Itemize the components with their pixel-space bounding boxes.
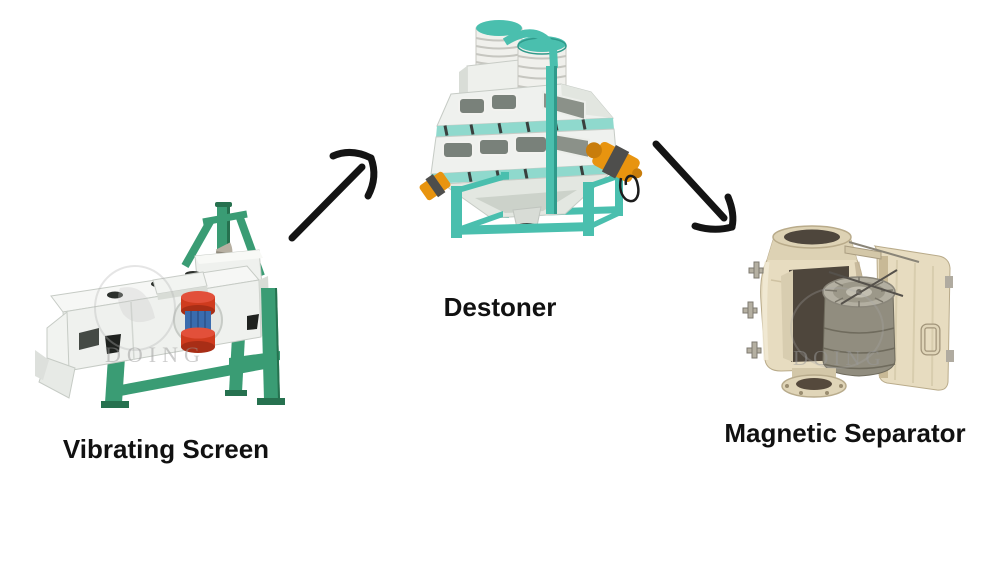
magnetic-separator-figure: DOING [737, 210, 969, 410]
doing-watermark: DOING [94, 265, 206, 367]
vibration-motor-orange [585, 141, 643, 203]
frame-post [546, 66, 557, 214]
discharge-chute [35, 310, 99, 399]
door-handle-highlight [921, 324, 940, 355]
arrow-shaft [288, 163, 366, 242]
destoner-figure [413, 10, 648, 245]
flow-arrow-2 [652, 140, 737, 233]
top-inlet-opening [784, 229, 840, 245]
watermark-text: DOING [105, 342, 206, 367]
drum-rods [828, 269, 904, 305]
watermark-text: DOING [793, 346, 886, 370]
doing-watermark: DOING [790, 287, 886, 370]
hinge-rods [844, 241, 920, 263]
vibration-motor [173, 291, 223, 353]
flow-arrow-1 [288, 149, 378, 242]
magnetic-separator-image: DOING [742, 225, 954, 398]
vibrating-screen-image: DOING [35, 202, 285, 408]
vibration-dampers [105, 314, 259, 354]
arrow-head-barb-bottom [691, 222, 736, 233]
magnetic-drum [822, 269, 904, 377]
arrow-shaft [652, 140, 728, 222]
arrow-head-barb-side [724, 193, 737, 231]
stand-front-leg [257, 288, 285, 405]
clamp-band-upper [436, 118, 614, 137]
side-clamps [742, 261, 764, 359]
destoner-image [419, 20, 643, 238]
arrow-head-barb-side [364, 154, 378, 200]
left-motor [419, 171, 451, 201]
arrow-head-barb-top [329, 149, 375, 162]
destoner-label: Destoner [443, 292, 557, 322]
magnetic-separator-label: Magnetic Separator [724, 418, 966, 448]
bottom-outlet [781, 368, 847, 398]
motor-cable [618, 174, 640, 203]
frame-top-arm [502, 29, 558, 69]
vibrating-screen-figure: DOING [35, 190, 300, 425]
machine-mid-body [430, 128, 618, 175]
vibrating-screen-label: Vibrating Screen [62, 434, 270, 464]
